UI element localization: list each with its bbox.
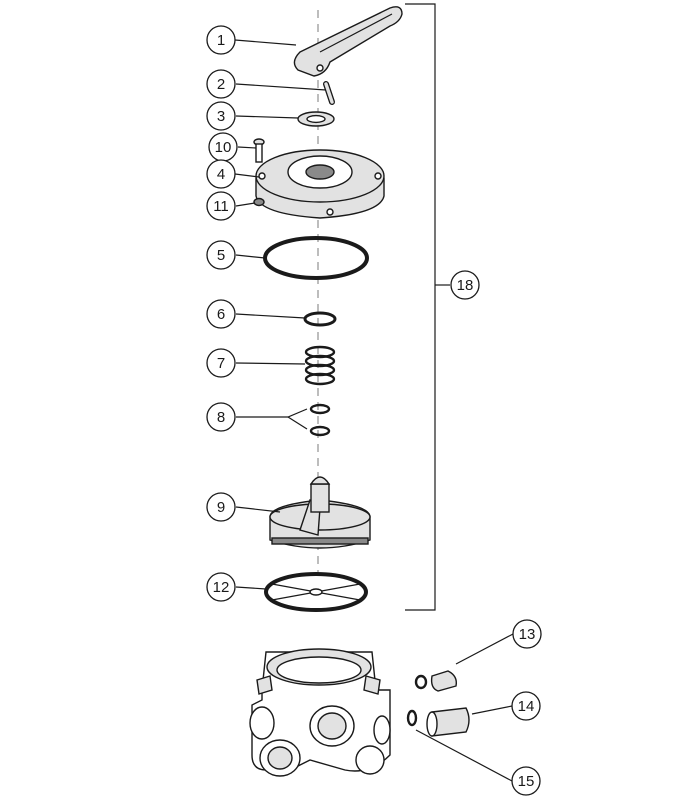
callout-label: 5 bbox=[217, 247, 225, 264]
callout-6: 6 bbox=[206, 299, 236, 329]
callout-label: 4 bbox=[217, 166, 225, 183]
part-fitting bbox=[414, 670, 458, 692]
part-nut bbox=[253, 197, 265, 207]
callout-9: 9 bbox=[206, 492, 236, 522]
part-adapter bbox=[406, 707, 470, 737]
callout-1: 1 bbox=[206, 25, 236, 55]
part-gasket bbox=[264, 572, 368, 612]
callout-label: 11 bbox=[213, 198, 229, 215]
callout-13: 13 bbox=[512, 619, 542, 649]
callout-7: 7 bbox=[206, 348, 236, 378]
callout-label: 2 bbox=[217, 76, 225, 93]
part-spring bbox=[304, 345, 336, 386]
callout-label: 18 bbox=[457, 277, 474, 294]
callout-label: 1 bbox=[217, 32, 225, 49]
callout-label: 6 bbox=[217, 306, 225, 323]
assembly-bracket bbox=[405, 3, 450, 611]
part-small-o-rings bbox=[309, 403, 331, 437]
callout-label: 3 bbox=[217, 108, 225, 125]
part-o-ring bbox=[303, 311, 337, 327]
callout-2: 2 bbox=[206, 69, 236, 99]
callout-4: 4 bbox=[206, 159, 236, 189]
callout-3: 3 bbox=[206, 101, 236, 131]
callout-10: 10 bbox=[208, 132, 238, 162]
callout-label: 8 bbox=[217, 409, 225, 426]
callout-label: 13 bbox=[519, 626, 536, 643]
part-screw bbox=[253, 138, 265, 163]
part-cover bbox=[255, 149, 385, 219]
callout-11: 11 bbox=[206, 191, 236, 221]
callout-18: 18 bbox=[450, 270, 480, 300]
callout-label: 15 bbox=[518, 773, 535, 790]
callout-label: 10 bbox=[215, 139, 232, 156]
part-pin bbox=[323, 81, 335, 105]
part-valve-body bbox=[249, 648, 391, 777]
callout-14: 14 bbox=[511, 691, 541, 721]
callout-12: 12 bbox=[206, 572, 236, 602]
callout-label: 14 bbox=[518, 698, 535, 715]
callout-label: 7 bbox=[217, 355, 225, 372]
leader-lines bbox=[234, 39, 514, 782]
callout-15: 15 bbox=[511, 766, 541, 796]
callout-5: 5 bbox=[206, 240, 236, 270]
part-rotor bbox=[269, 476, 371, 549]
part-large-o-ring bbox=[263, 236, 369, 280]
part-washer bbox=[297, 111, 335, 127]
callout-label: 9 bbox=[217, 499, 225, 516]
callout-8: 8 bbox=[206, 402, 236, 432]
part-handle bbox=[293, 6, 403, 77]
callout-label: 12 bbox=[213, 579, 230, 596]
